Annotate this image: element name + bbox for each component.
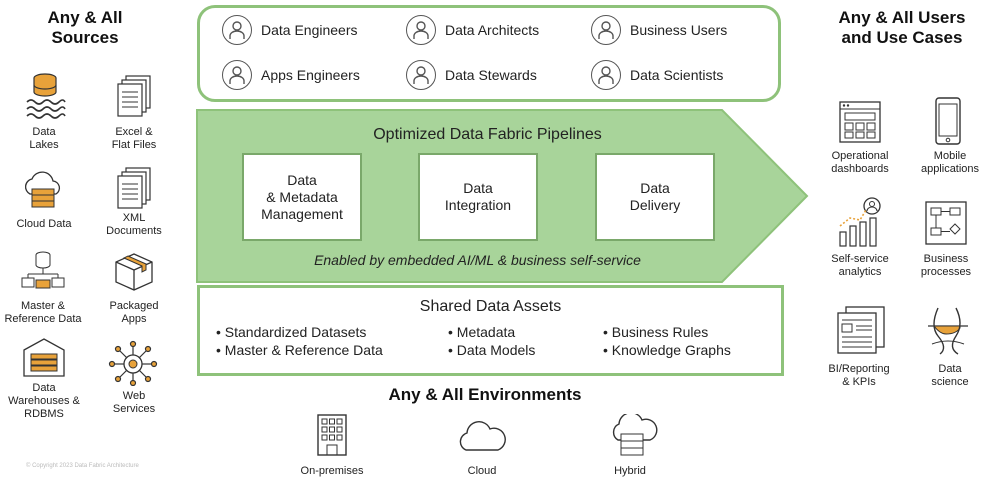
shared-assets-title: Shared Data Assets (419, 298, 562, 315)
use-label-bi-reporting: BI/Reporting & KPIs (828, 363, 890, 388)
bullet-business-rules: • Business Rules (603, 324, 709, 340)
source-label-xml: XML Documents (106, 212, 162, 237)
role-business-users: Business Users (591, 15, 727, 45)
person-icon (406, 60, 436, 90)
use-label-data-science: Data science (931, 363, 969, 388)
shared-assets-box (197, 285, 784, 376)
role-apps-engineers: Apps Engineers (222, 60, 360, 90)
role-label: Apps Engineers (261, 67, 360, 83)
data-lake-icon (26, 73, 66, 119)
role-data-engineers: Data Engineers (222, 15, 358, 45)
mobile-icon (935, 97, 961, 145)
copyright-text: © Copyright 2023 Data Fabric Architectur… (26, 463, 139, 469)
source-label-cloud-data: Cloud Data (16, 218, 72, 230)
data-science-icon (928, 307, 968, 355)
process-icon (925, 201, 967, 245)
role-label: Data Architects (445, 22, 540, 38)
role-label: Business Users (630, 22, 728, 38)
env-label-cloud: Cloud (467, 465, 497, 477)
web-services-icon (108, 340, 158, 386)
pipeline-title: Optimized Data Fabric Pipelines (373, 126, 602, 143)
dashboard-icon (839, 101, 881, 143)
packaged-apps-icon (115, 253, 153, 291)
source-label-data-warehouses: Data Warehouses & RDBMS (8, 382, 80, 420)
person-icon (591, 15, 621, 45)
hybrid-cloud-icon (612, 414, 658, 456)
use-label-mobile-applications: Mobile applications (920, 150, 980, 175)
roles-box (197, 5, 781, 102)
source-label-data-lakes: Data Lakes (29, 126, 59, 151)
stage-data-integration: Data Integration (418, 153, 538, 241)
role-data-scientists: Data Scientists (591, 60, 723, 90)
use-label-business-processes: Business processes (920, 253, 972, 278)
source-label-packaged-apps: Packaged Apps (109, 300, 159, 325)
pipeline-footer: Enabled by embedded AI/ML & business sel… (314, 252, 641, 268)
analytics-icon (839, 197, 881, 247)
users-title: Any & All Users and Use Cases (838, 8, 966, 47)
data-warehouse-icon (23, 338, 65, 377)
person-icon (406, 15, 436, 45)
master-data-icon (21, 251, 65, 289)
bullet-knowledge-graphs: • Knowledge Graphs (603, 342, 731, 358)
stage-metadata-management: Data & Metadata Management (242, 153, 362, 241)
environments-title: Any & All Environments (388, 385, 582, 404)
source-label-web-services: Web Services (112, 390, 156, 415)
sources-title: Any & All Sources (47, 8, 123, 47)
env-label-on-premises: On-premises (300, 465, 364, 477)
source-label-flat-files: Excel & Flat Files (111, 126, 157, 151)
role-label: Data Stewards (445, 67, 537, 83)
role-data-architects: Data Architects (406, 15, 539, 45)
person-icon (222, 15, 252, 45)
reporting-icon (837, 306, 885, 354)
person-icon (222, 60, 252, 90)
env-label-hybrid: Hybrid (614, 465, 646, 477)
xml-documents-icon (117, 167, 151, 209)
bullet-master-reference: • Master & Reference Data (216, 342, 383, 358)
building-icon (317, 414, 347, 456)
person-icon (591, 60, 621, 90)
role-data-stewards: Data Stewards (406, 60, 537, 90)
stage-data-delivery: Data Delivery (595, 153, 715, 241)
role-label: Data Engineers (261, 22, 358, 38)
bullet-metadata: • Metadata (448, 324, 516, 340)
use-label-operational-dashboards: Operational dashboards (831, 150, 889, 175)
bullet-standardized-datasets: • Standardized Datasets (216, 324, 367, 340)
bullet-data-models: • Data Models (448, 342, 536, 358)
source-label-master-data: Master & Reference Data (4, 300, 82, 325)
cloud-data-icon (24, 171, 61, 208)
role-label: Data Scientists (630, 67, 724, 83)
cloud-icon (459, 421, 506, 451)
use-label-self-service-analytics: Self-service analytics (831, 253, 889, 278)
flat-files-icon (117, 75, 151, 117)
